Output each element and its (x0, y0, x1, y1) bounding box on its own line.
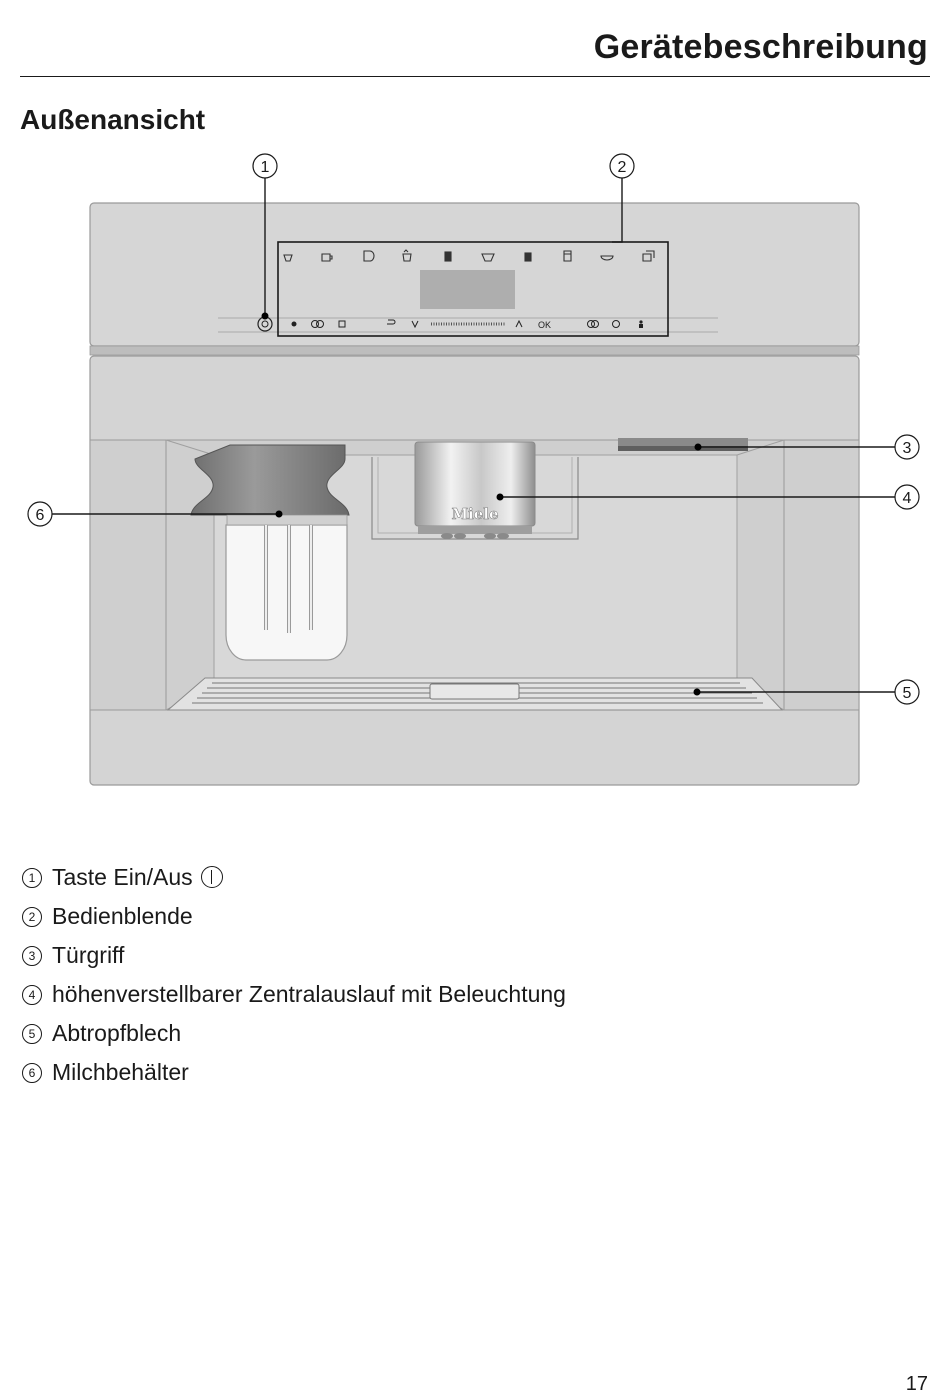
legend-number: 2 (22, 907, 42, 927)
callout-5: 5 (903, 685, 912, 702)
page-number: 17 (905, 1373, 928, 1395)
legend-item-control-panel: 2 Bedienblende (22, 897, 566, 936)
callout-6: 6 (36, 507, 45, 524)
section-title: Außenansicht (20, 104, 206, 135)
legend-text: Türgriff (52, 942, 125, 968)
callout-1: 1 (261, 159, 270, 176)
power-icon (200, 866, 223, 888)
control-panel: OK (218, 241, 718, 337)
miele-logo: Miele (451, 505, 498, 523)
legend-text: Bedienblende (52, 903, 193, 929)
central-spout: Miele (371, 441, 579, 540)
legend-text: Milchbehälter (52, 1059, 189, 1085)
header-rule (20, 76, 930, 77)
callout-leaders (52, 177, 895, 693)
legend-number: 4 (22, 985, 42, 1005)
drip-tray (166, 677, 784, 711)
legend-number: 1 (22, 868, 42, 888)
page-header-title: Gerätebeschreibung (593, 28, 928, 66)
legend-text: Taste Ein/Aus (52, 864, 193, 890)
milk-container (190, 444, 350, 661)
callout-dots (261, 312, 702, 696)
legend-item-door-handle: 3 Türgriff (22, 936, 566, 975)
callout-2: 2 (618, 159, 627, 176)
legend-item-power-button: 1 Taste Ein/Aus (22, 858, 566, 897)
legend-text: höhenverstellbarer Zentralauslauf mit Be… (52, 981, 566, 1007)
callout-4: 4 (903, 490, 912, 507)
panel-buttons: OK (291, 319, 643, 330)
door-handle (618, 438, 748, 451)
legend-item-milk-container: 6 Milchbehälter (22, 1053, 566, 1092)
legend-item-drip-tray: 5 Abtropfblech (22, 1014, 566, 1053)
legend-item-central-spout: 4 höhenverstellbarer Zentralauslauf mit B… (22, 975, 566, 1014)
callout-3: 3 (903, 440, 912, 457)
legend-text: Abtropfblech (52, 1020, 182, 1046)
parts-legend: 1 Taste Ein/Aus 2 Bedienblende 3 Türgriff 4… (22, 858, 566, 1092)
legend-number: 6 (22, 1063, 42, 1083)
panel-ok-label: OK (538, 320, 551, 330)
beverage-icons (283, 249, 655, 262)
coffee-machine-illustration: OK Miele (0, 140, 950, 800)
legend-number: 5 (22, 1024, 42, 1044)
legend-number: 3 (22, 946, 42, 966)
